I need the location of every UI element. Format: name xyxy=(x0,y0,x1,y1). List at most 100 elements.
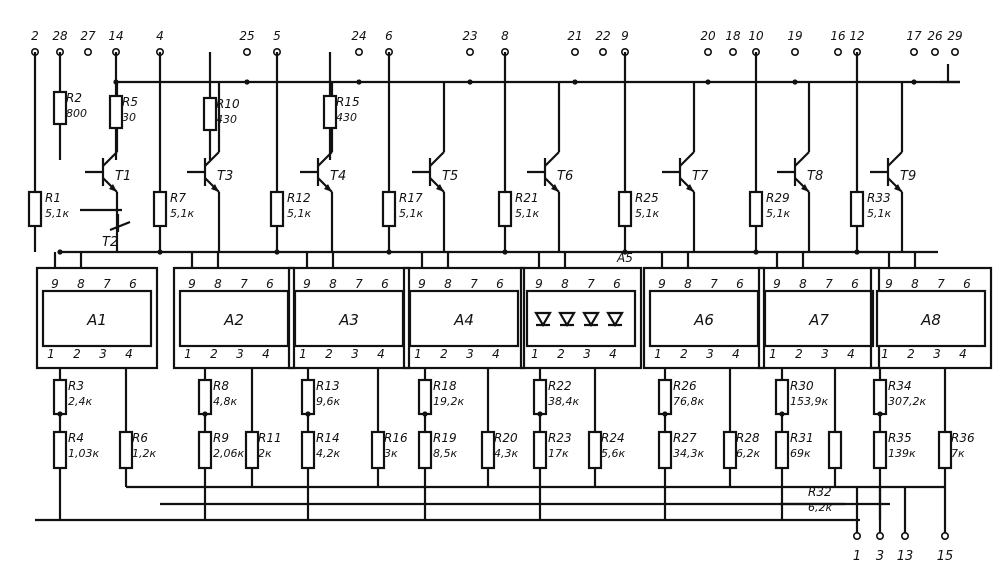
resistor-r30-value: 153,9к xyxy=(790,395,828,408)
resistor-body xyxy=(27,190,43,228)
transistor-label: T1 xyxy=(115,169,131,184)
bottom-pin-1 xyxy=(852,531,861,540)
module-pin-top: 7 xyxy=(937,277,945,291)
resistor-r9-label: R9 xyxy=(213,431,229,445)
resistor-r33-value: 5,1к xyxy=(867,207,891,220)
resistor-r25-label: R25 xyxy=(635,191,659,205)
module-pin-top: 9 xyxy=(303,277,311,291)
resistor-r22-value: 38,4к xyxy=(548,395,579,408)
bottom-pin-label-3: 3 xyxy=(876,549,884,564)
module-body xyxy=(41,289,153,348)
resistor-r3-value: 2,4к xyxy=(68,395,92,408)
resistor-r7-label: R7 xyxy=(170,191,186,205)
resistor-r10-label: R10 xyxy=(216,97,240,111)
resistor-r27-label: R27 xyxy=(673,431,697,445)
module-body xyxy=(648,289,760,348)
top-pin-label-5: 5 xyxy=(273,29,281,43)
resistor-r31-value: 69к xyxy=(790,447,811,460)
resistor-r16-value: 3к xyxy=(384,447,398,460)
transistor-label: T4 xyxy=(330,169,346,184)
top-pin-20 xyxy=(703,47,712,56)
resistor-r15-value: 430 xyxy=(336,111,357,124)
module-pin-bottom: 3 xyxy=(466,347,474,361)
module-pin-bottom: 3 xyxy=(933,347,941,361)
transistor-label: T3 xyxy=(217,169,233,184)
junction-dot xyxy=(57,411,63,417)
module-pin-bottom: 2 xyxy=(325,347,333,361)
resistor-body xyxy=(748,190,764,228)
module-pin-top: 6 xyxy=(496,277,504,291)
module-pin-top: 6 xyxy=(381,277,389,291)
module-frame xyxy=(869,266,993,370)
resistor-body xyxy=(300,430,316,470)
resistor-r4-label: R4 xyxy=(68,431,84,445)
resistor-r12-label: R12 xyxy=(287,191,311,205)
transistor-collector xyxy=(679,151,695,167)
resistor-r34-value: 307,2к xyxy=(888,395,926,408)
module-pin-bottom: 2 xyxy=(210,347,218,361)
module-a7 xyxy=(757,266,881,370)
junction-dot xyxy=(305,411,311,417)
bottom-pin-15 xyxy=(940,531,949,540)
emitter-arrow xyxy=(686,184,694,192)
resistor-r6-label: R6 xyxy=(132,431,148,445)
resistor-r25-value: 5,1к xyxy=(635,207,659,220)
top-pin-label-10: 10 xyxy=(748,29,764,43)
resistor-r9-value: 2,06к xyxy=(213,447,244,460)
module-a6 xyxy=(642,266,766,370)
resistor-r22-label: R22 xyxy=(548,379,572,393)
resistor-r4-value: 1,03к xyxy=(68,447,99,460)
module-pin-bottom: 3 xyxy=(821,347,829,361)
transistor-label: T6 xyxy=(557,169,573,184)
module-pin-bottom: 1 xyxy=(299,347,307,361)
junction-dot xyxy=(537,411,543,417)
resistor-r19-label: R19 xyxy=(433,431,457,445)
module-pin-top: 6 xyxy=(613,277,621,291)
diode-icon xyxy=(534,311,552,328)
top-pin-label-23: 23 xyxy=(462,29,477,43)
module-pin-top: 8 xyxy=(329,277,337,291)
resistor-r2-value: 800 xyxy=(66,107,87,120)
module-pin-top: 9 xyxy=(418,277,426,291)
module-pin-bottom: 2 xyxy=(795,347,803,361)
resistor-body xyxy=(774,378,790,416)
junction-dot xyxy=(792,79,798,85)
resistor-r16-label: R16 xyxy=(384,431,408,445)
junction-dot xyxy=(911,79,917,85)
module-body xyxy=(875,289,987,348)
transistor-collector xyxy=(794,151,810,167)
resistor-body xyxy=(657,430,673,470)
resistor-r35-value: 139к xyxy=(888,447,916,460)
emitter-arrow xyxy=(436,184,444,192)
top-pin-27 xyxy=(84,47,93,56)
resistor-r31-label: R31 xyxy=(790,431,814,445)
resistor-body xyxy=(827,430,843,470)
resistor-r21-value: 5,1к xyxy=(515,207,539,220)
top-pin-label-20: 20 xyxy=(700,29,716,43)
junction-dot xyxy=(779,411,785,417)
module-body xyxy=(763,289,875,348)
resistor-r13-label: R13 xyxy=(316,379,340,393)
junction-dot xyxy=(202,411,208,417)
resistor-r17-label: R17 xyxy=(399,191,423,205)
diode-icon xyxy=(558,311,576,328)
resistor-r28-label: R28 xyxy=(736,431,760,445)
transistor-label: T5 xyxy=(442,169,458,184)
module-label: A4 xyxy=(453,311,474,329)
top-pin-25 xyxy=(243,47,252,56)
top-pin-label-26: 26 xyxy=(927,29,943,43)
top-pin-23 xyxy=(465,47,474,56)
module-label: A3 xyxy=(338,311,359,329)
top-pin-29 xyxy=(950,47,959,56)
module-pin-top: 7 xyxy=(710,277,718,291)
top-pin-22 xyxy=(598,47,607,56)
resistor-r5-label: R5 xyxy=(122,95,138,109)
top-pin-26 xyxy=(930,47,939,56)
resistor-r20-value: 4,3к xyxy=(494,447,518,460)
module-pin-top: 6 xyxy=(851,277,859,291)
module-pin-top: 9 xyxy=(535,277,543,291)
module-pin-bottom: 2 xyxy=(907,347,915,361)
module-a1 xyxy=(35,266,159,370)
module-pin-top: 8 xyxy=(684,277,692,291)
module-pin-top: 8 xyxy=(911,277,919,291)
